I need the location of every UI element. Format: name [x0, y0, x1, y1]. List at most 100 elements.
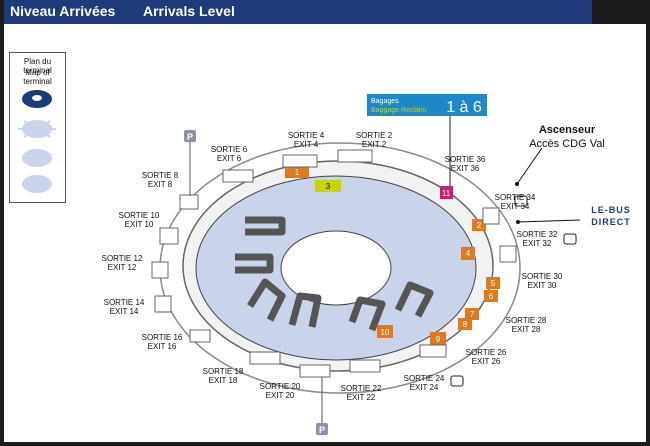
taxi-icon-24: [450, 375, 464, 387]
ascenseur-title: Ascenseur: [539, 124, 596, 136]
terminal-legend: Plan du terminal Map of terminal: [9, 52, 66, 203]
block-11[interactable]: [440, 186, 453, 199]
exit-label-fr: SORTIE 28: [505, 316, 547, 325]
kiosk-exit-22: [349, 359, 381, 373]
kiosk-exit-20: [299, 364, 331, 378]
exit-label-fr: SORTIE 30: [521, 272, 563, 281]
carousels: [235, 216, 434, 332]
exit-label-en: EXIT 34: [500, 202, 530, 211]
block-3-label: 3: [326, 182, 331, 191]
level-arrivals-icon[interactable]: [22, 90, 52, 108]
exit-label-fr: SORTIE 20: [259, 382, 301, 391]
legend-levels: [18, 90, 56, 193]
block-10[interactable]: [377, 325, 393, 338]
exit-label-fr: SORTIE 18: [202, 367, 244, 376]
ascenseur-subtitle: Accès CDG Val: [529, 138, 605, 150]
kiosk-exit-6: [222, 169, 254, 183]
lebus-line1: LE-BUS: [591, 205, 631, 215]
header-title-fr: Niveau Arrivées: [10, 3, 116, 19]
carousel-c: [247, 278, 286, 322]
lebus-leader: [517, 219, 581, 223]
carousel-b: [235, 253, 274, 274]
exit-label-en: EXIT 10: [124, 220, 154, 229]
block-9-label: 9: [436, 335, 441, 344]
exit-label-en: EXIT 6: [216, 154, 242, 163]
block-3[interactable]: [315, 180, 341, 192]
exit-label-fr: SORTIE 6: [210, 145, 248, 154]
baggage-blocks: 1 2 3 4 5 6 7 8 9 10 11: [285, 165, 500, 345]
kiosk-exit-8: [179, 194, 199, 210]
level-3-icon[interactable]: [22, 175, 52, 193]
exit-label-en: EXIT 12: [107, 263, 137, 272]
exit-label-fr: SORTIE 24: [403, 374, 445, 383]
exit-label-en: EXIT 24: [409, 383, 439, 392]
block-1[interactable]: [285, 165, 309, 178]
exit-label-fr: SORTIE 32: [516, 230, 558, 239]
block-6[interactable]: [484, 290, 498, 302]
exit-label-fr: SORTIE 4: [287, 131, 325, 140]
header-title-en: Arrivals Level: [143, 3, 235, 19]
block-5[interactable]: [486, 277, 500, 289]
exit-label-fr: SORTIE 2: [355, 131, 393, 140]
exit-label-en: EXIT 36: [450, 164, 480, 173]
legend-title-en: Map of terminal: [23, 68, 52, 86]
carousel-f: [394, 281, 434, 318]
block-7[interactable]: [465, 308, 479, 320]
level-2-icon[interactable]: [22, 149, 52, 167]
carousel-d: [288, 292, 322, 328]
kiosk-exit-12: [151, 261, 169, 279]
exit-label-en: EXIT 32: [522, 239, 552, 248]
block-7-label: 7: [470, 310, 475, 319]
parking-top[interactable]: P: [184, 130, 196, 142]
parking-bottom-label: P: [319, 425, 325, 435]
exit-label-fr: SORTIE 34: [494, 193, 536, 202]
exit-label-en: EXIT 26: [471, 357, 501, 366]
block-9[interactable]: [430, 332, 446, 345]
exit-label-fr: SORTIE 16: [141, 333, 183, 342]
exit-label-fr: SORTIE 14: [103, 298, 145, 307]
exit-label-en: EXIT 30: [527, 281, 557, 290]
exit-label-fr: SORTIE 22: [340, 384, 382, 393]
block-8[interactable]: [458, 318, 472, 330]
kiosk-exit-10: [159, 227, 179, 245]
block-2-label: 2: [477, 221, 482, 230]
kiosk-exit-2: [337, 149, 373, 163]
block-4-label: 4: [466, 249, 471, 258]
baggage-banner: Bagages Baggage Reclaim 1 à 6: [367, 94, 487, 186]
exit-label-en: EXIT 28: [511, 325, 541, 334]
exit-label-fr: SORTIE 8: [141, 171, 179, 180]
baggage-label-fr: Bagages: [371, 98, 399, 105]
block-11-label: 11: [442, 189, 451, 198]
block-4[interactable]: [461, 247, 475, 260]
central-void: [280, 230, 392, 306]
exit-label-fr: SORTIE 12: [101, 254, 143, 263]
block-8-label: 8: [463, 320, 468, 329]
kiosk-exit-34: [482, 207, 500, 225]
baggage-label-en: Baggage Reclaim: [371, 107, 426, 114]
block-10-label: 10: [381, 328, 390, 337]
ascenseur-leader: [516, 147, 543, 185]
parking-bottom[interactable]: P: [316, 423, 328, 435]
bus-icon-34: [514, 195, 528, 207]
ascenseur-dot: [515, 182, 519, 186]
kiosk-exit-14: [154, 295, 172, 313]
legend-title-fr: Plan du terminal: [23, 57, 52, 75]
carousel-e: [348, 296, 386, 332]
exit-label-fr: SORTIE 10: [118, 211, 160, 220]
lebus-dot: [516, 220, 520, 224]
exit-label-fr: SORTIE 36: [444, 155, 486, 164]
level-departures-icon[interactable]: [18, 120, 56, 138]
